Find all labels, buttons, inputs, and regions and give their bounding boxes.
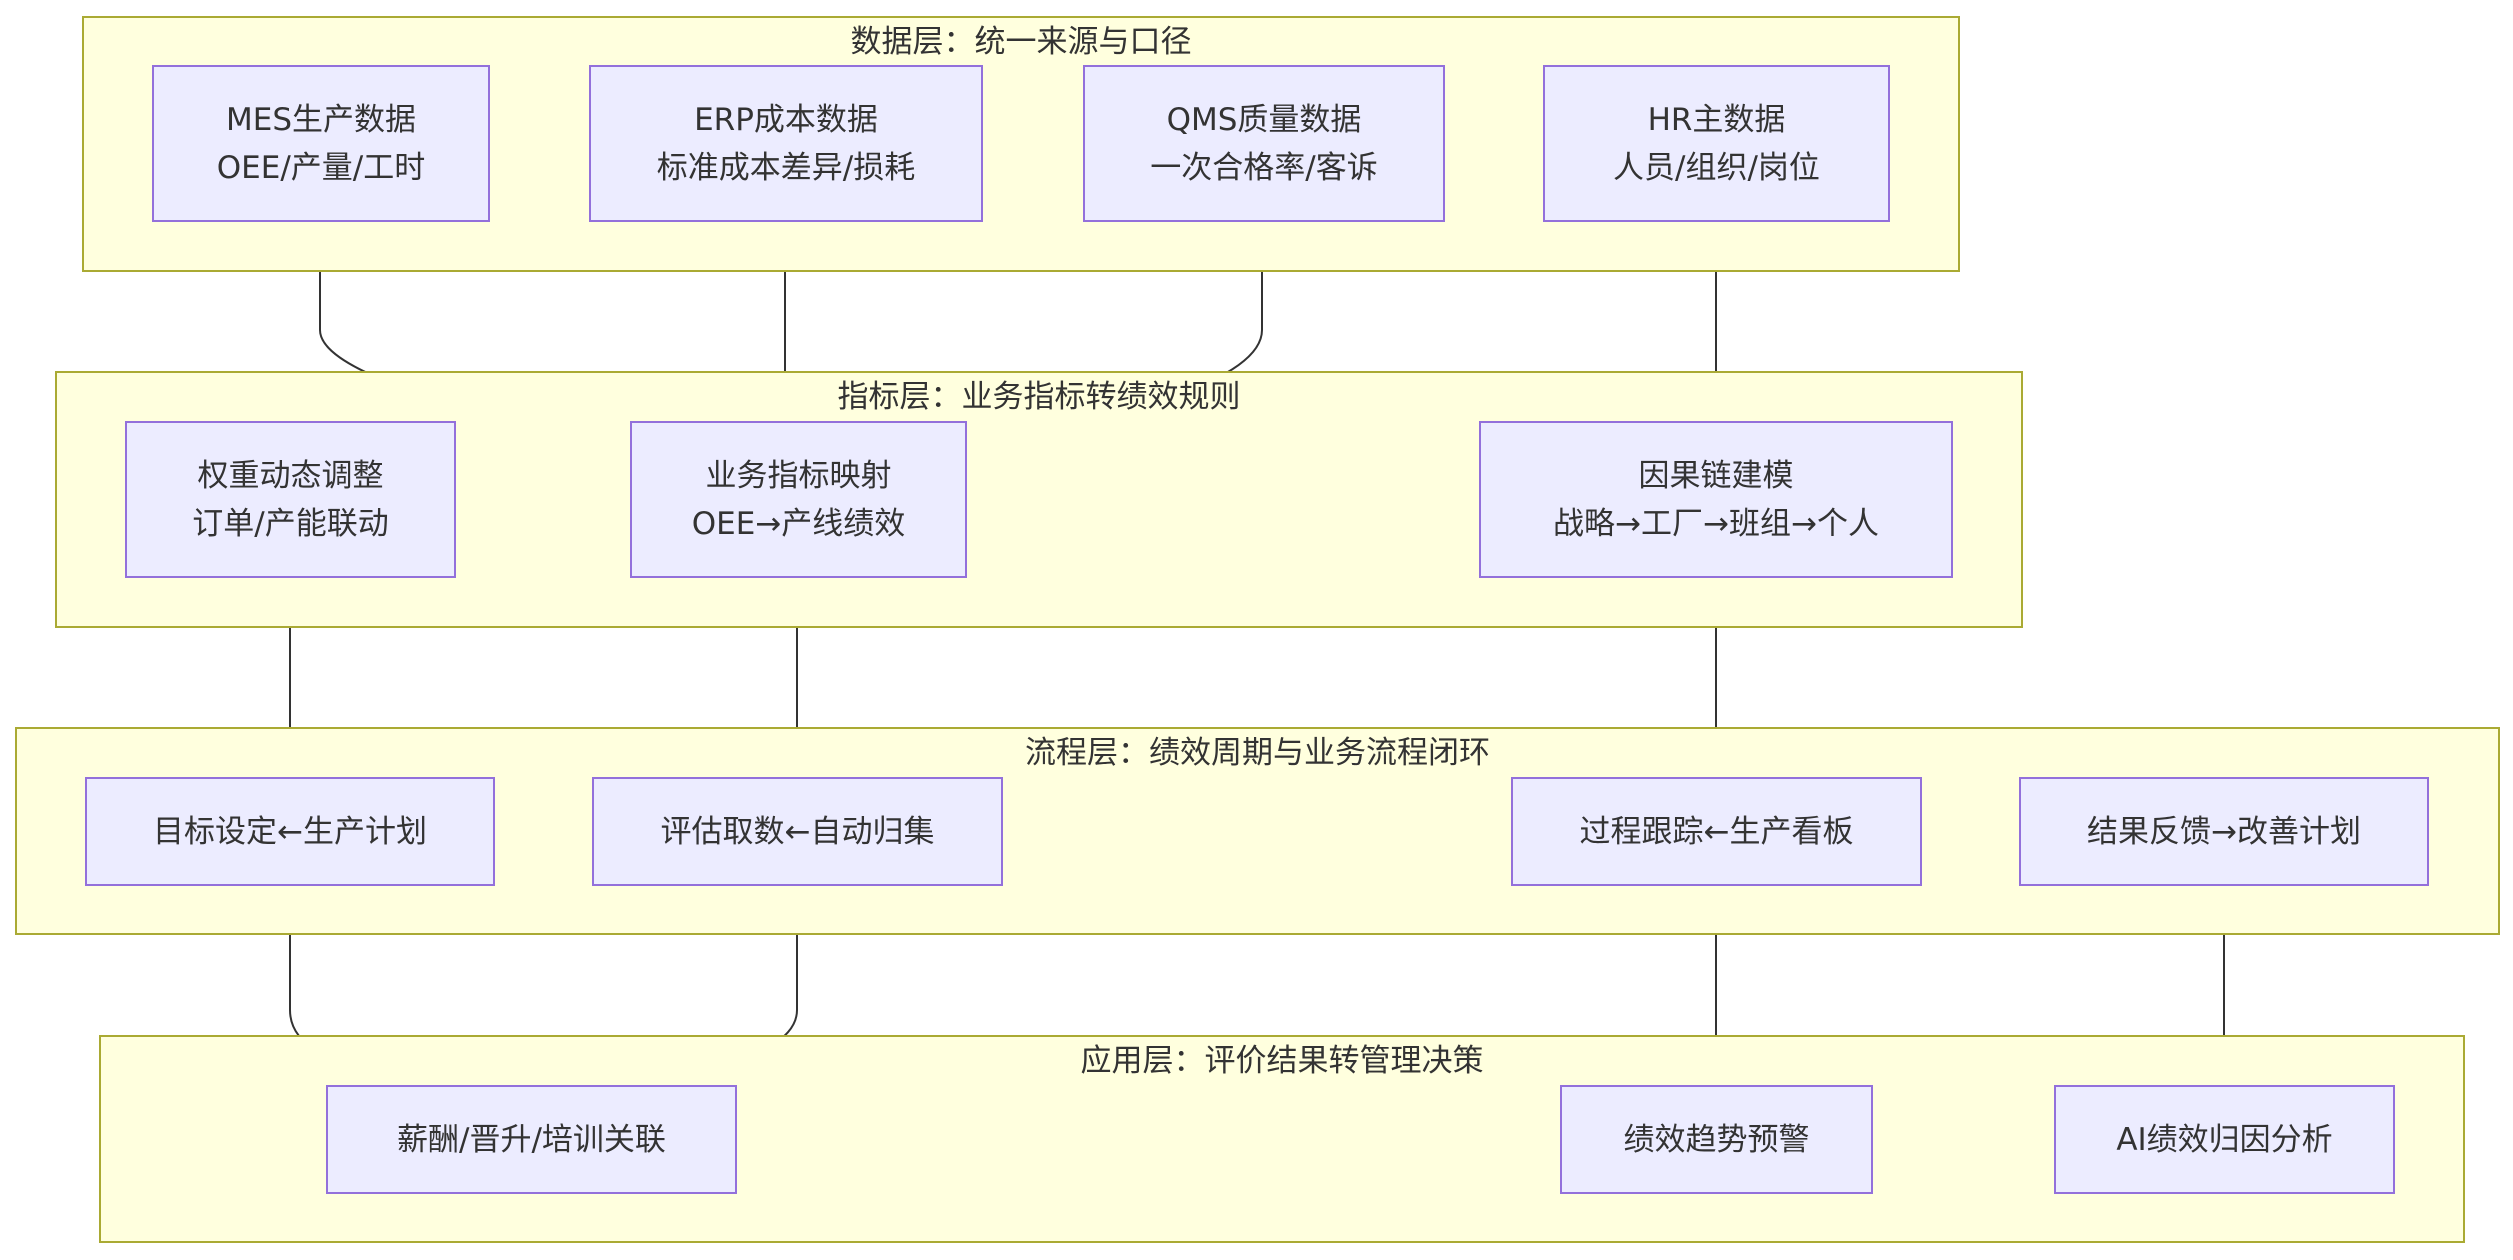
node-erp-line2: 标准成本差异/损耗 [656,149,916,186]
node-ai-label: AI绩效归因分析 [2116,1121,2333,1158]
node-weight-line2: 订单/产能联动 [192,505,389,542]
node-goal-label: 目标设定←生产计划 [153,813,427,850]
node-salary-label: 薪酬/晋升/培训关联 [397,1121,666,1158]
node-feedback-label: 结果反馈→改善计划 [2087,813,2361,850]
node-erp-line1: ERP成本数据 [694,101,878,138]
node-eval-label: 评估取数←自动归集 [660,813,935,850]
metric-layer-title: 指标层：业务指标转绩效规则 [837,379,1241,415]
node-erp-cost-data: ERP成本数据 标准成本差异/损耗 [589,65,983,222]
node-weight-line1: 权重动态调整 [197,457,384,494]
node-performance-trend-alert: 绩效趋势预警 [1560,1085,1873,1194]
node-qms-line2: 一次合格率/客诉 [1150,149,1378,186]
node-causal-line2: 战略→工厂→班组→个人 [1553,505,1879,542]
node-hr-line1: HR主数据 [1647,101,1786,138]
node-mapping-line2: OEE→产线绩效 [691,505,906,542]
node-trend-label: 绩效趋势预警 [1623,1121,1810,1158]
node-result-feedback: 结果反馈→改善计划 [2019,777,2429,886]
node-mes-line2: OEE/产量/工时 [216,149,426,186]
node-metric-mapping: 业务指标映射 OEE→产线绩效 [630,421,967,578]
application-layer-title: 应用层：评价结果转管理决策 [1080,1043,1484,1079]
node-causal-chain: 因果链建模 战略→工厂→班组→个人 [1479,421,1953,578]
node-qms-quality-data: QMS质量数据 一次合格率/客诉 [1083,65,1445,222]
node-causal-line1: 因果链建模 [1638,457,1794,494]
node-mes-line1: MES生产数据 [225,101,416,138]
node-goal-setting: 目标设定←生产计划 [85,777,495,886]
data-layer-title: 数据层：统一来源与口径 [850,24,1192,60]
node-hr-line2: 人员/组织/岗位 [1613,149,1820,186]
node-weight-adjustment: 权重动态调整 订单/产能联动 [125,421,456,578]
node-qms-line1: QMS质量数据 [1166,101,1362,138]
node-process-tracking: 过程跟踪←生产看板 [1511,777,1922,886]
node-track-label: 过程跟踪←生产看板 [1579,813,1854,850]
node-salary-promotion-training: 薪酬/晋升/培训关联 [326,1085,737,1194]
node-hr-master-data: HR主数据 人员/组织/岗位 [1543,65,1890,222]
node-evaluation-data: 评估取数←自动归集 [592,777,1003,886]
process-layer-title: 流程层：绩效周期与业务流程闭环 [1025,735,1490,771]
node-mes-production-data: MES生产数据 OEE/产量/工时 [152,65,490,222]
node-mapping-line1: 业务指标映射 [705,457,892,494]
node-ai-attribution-analysis: AI绩效归因分析 [2054,1085,2395,1194]
